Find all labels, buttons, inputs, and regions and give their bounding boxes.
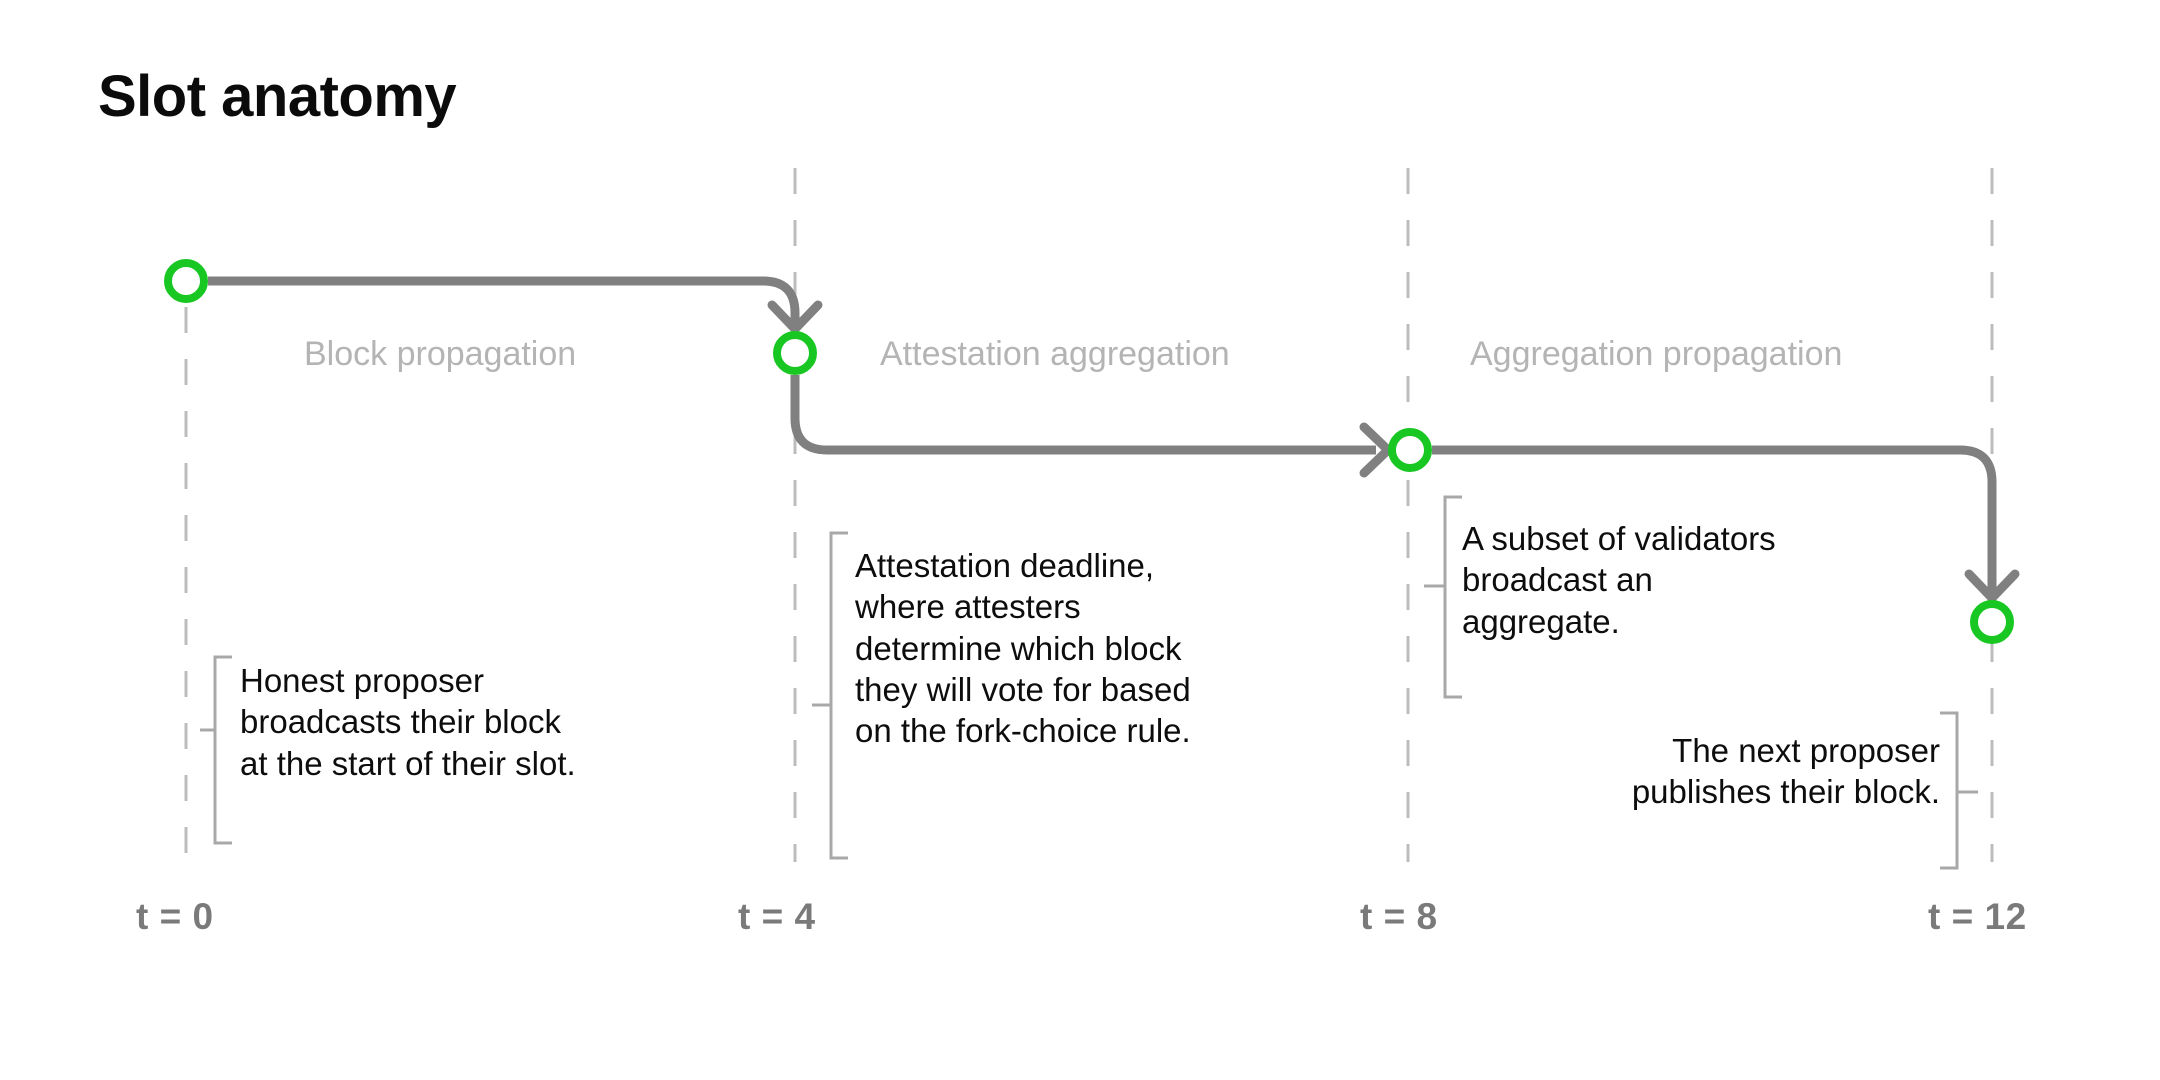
annotation-aggregate-subset: A subset of validators broadcast an aggr…: [1462, 520, 1776, 640]
annotation-attestation-deadline: Attestation deadline, where attesters de…: [855, 547, 1191, 749]
circle-node-icon-t12[interactable]: [1970, 600, 2014, 644]
phase-label-block-propagation: Block propagation: [304, 335, 577, 373]
circle-node-icon-t4[interactable]: [773, 331, 817, 375]
arrowhead-icon-down-t12: [1964, 569, 2020, 603]
annotation-honest-proposer: Honest proposer broadcasts their block a…: [240, 662, 576, 782]
page-title: Slot anatomy: [98, 64, 457, 129]
circle-node-icon-t0[interactable]: [164, 259, 208, 303]
curly-bracket-icon-t8: [1424, 495, 1462, 699]
circle-node-icon-t8[interactable]: [1388, 428, 1432, 472]
curly-bracket-icon-t0: [200, 655, 232, 845]
curly-bracket-icon-t4: [812, 531, 848, 860]
flow-path-block-propagation: [208, 276, 823, 334]
arrowhead-icon-down-t4: [767, 300, 823, 334]
tick-label-t12: t = 12: [1928, 896, 2027, 937]
phase-label-aggregation-propagation: Aggregation propagation: [1470, 335, 1843, 373]
tick-label-t0: t = 0: [136, 896, 214, 937]
curly-bracket-icon-t12: [1940, 711, 1978, 870]
tick-label-t8: t = 8: [1360, 896, 1438, 937]
phase-label-attestation-aggregation: Attestation aggregation: [880, 335, 1230, 373]
arrowhead-icon-right-t8: [1359, 422, 1393, 478]
flow-path-attestation-aggregation: [790, 375, 1393, 478]
annotation-next-proposer: The next proposer publishes their block.: [1631, 732, 1940, 811]
tick-label-t4: t = 4: [738, 896, 816, 937]
